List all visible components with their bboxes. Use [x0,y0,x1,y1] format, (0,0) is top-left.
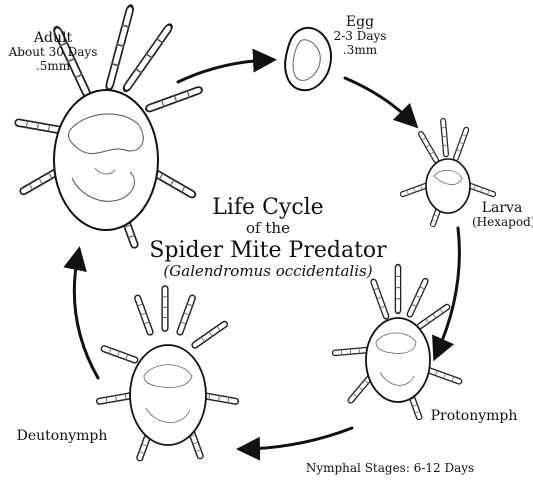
scientific-name: (Galendromus occidentalis) [148,263,388,280]
deutonymph-illustration [99,289,236,459]
arrow-protonymph-to-deutonymph [245,428,352,449]
egg-label: Egg 2-3 Days .3mm [330,14,390,58]
arrow-adult-to-egg [178,60,268,82]
egg-illustration [285,28,331,90]
larva-label: Larva (Hexapod) [472,200,532,230]
title-line-2: of the [148,220,388,237]
arrow-larva-to-protonymph [437,228,459,353]
adult-name: Adult [8,30,98,46]
title-line-3: Spider Mite Predator [148,238,388,263]
larva-name: Larva [472,200,532,216]
deutonymph-label: Deutonymph [12,428,112,444]
title-block: Life Cycle of the Spider Mite Predator (… [148,195,388,280]
nymphal-stages-note: Nymphal Stages: 6-12 Days [300,462,480,476]
adult-label: Adult About 30 Days .5mm [8,30,98,74]
arrow-egg-to-larva [345,78,412,122]
title-line-1: Life Cycle [148,195,388,220]
adult-size: .5mm [8,60,98,74]
adult-duration: About 30 Days [8,46,98,60]
egg-duration: 2-3 Days [330,30,390,44]
egg-size: .3mm [330,44,390,58]
protonymph-label: Protonymph [424,408,524,424]
arrow-deutonymph-to-adult [74,255,98,378]
larva-note: (Hexapod) [472,216,532,230]
egg-name: Egg [330,14,390,30]
